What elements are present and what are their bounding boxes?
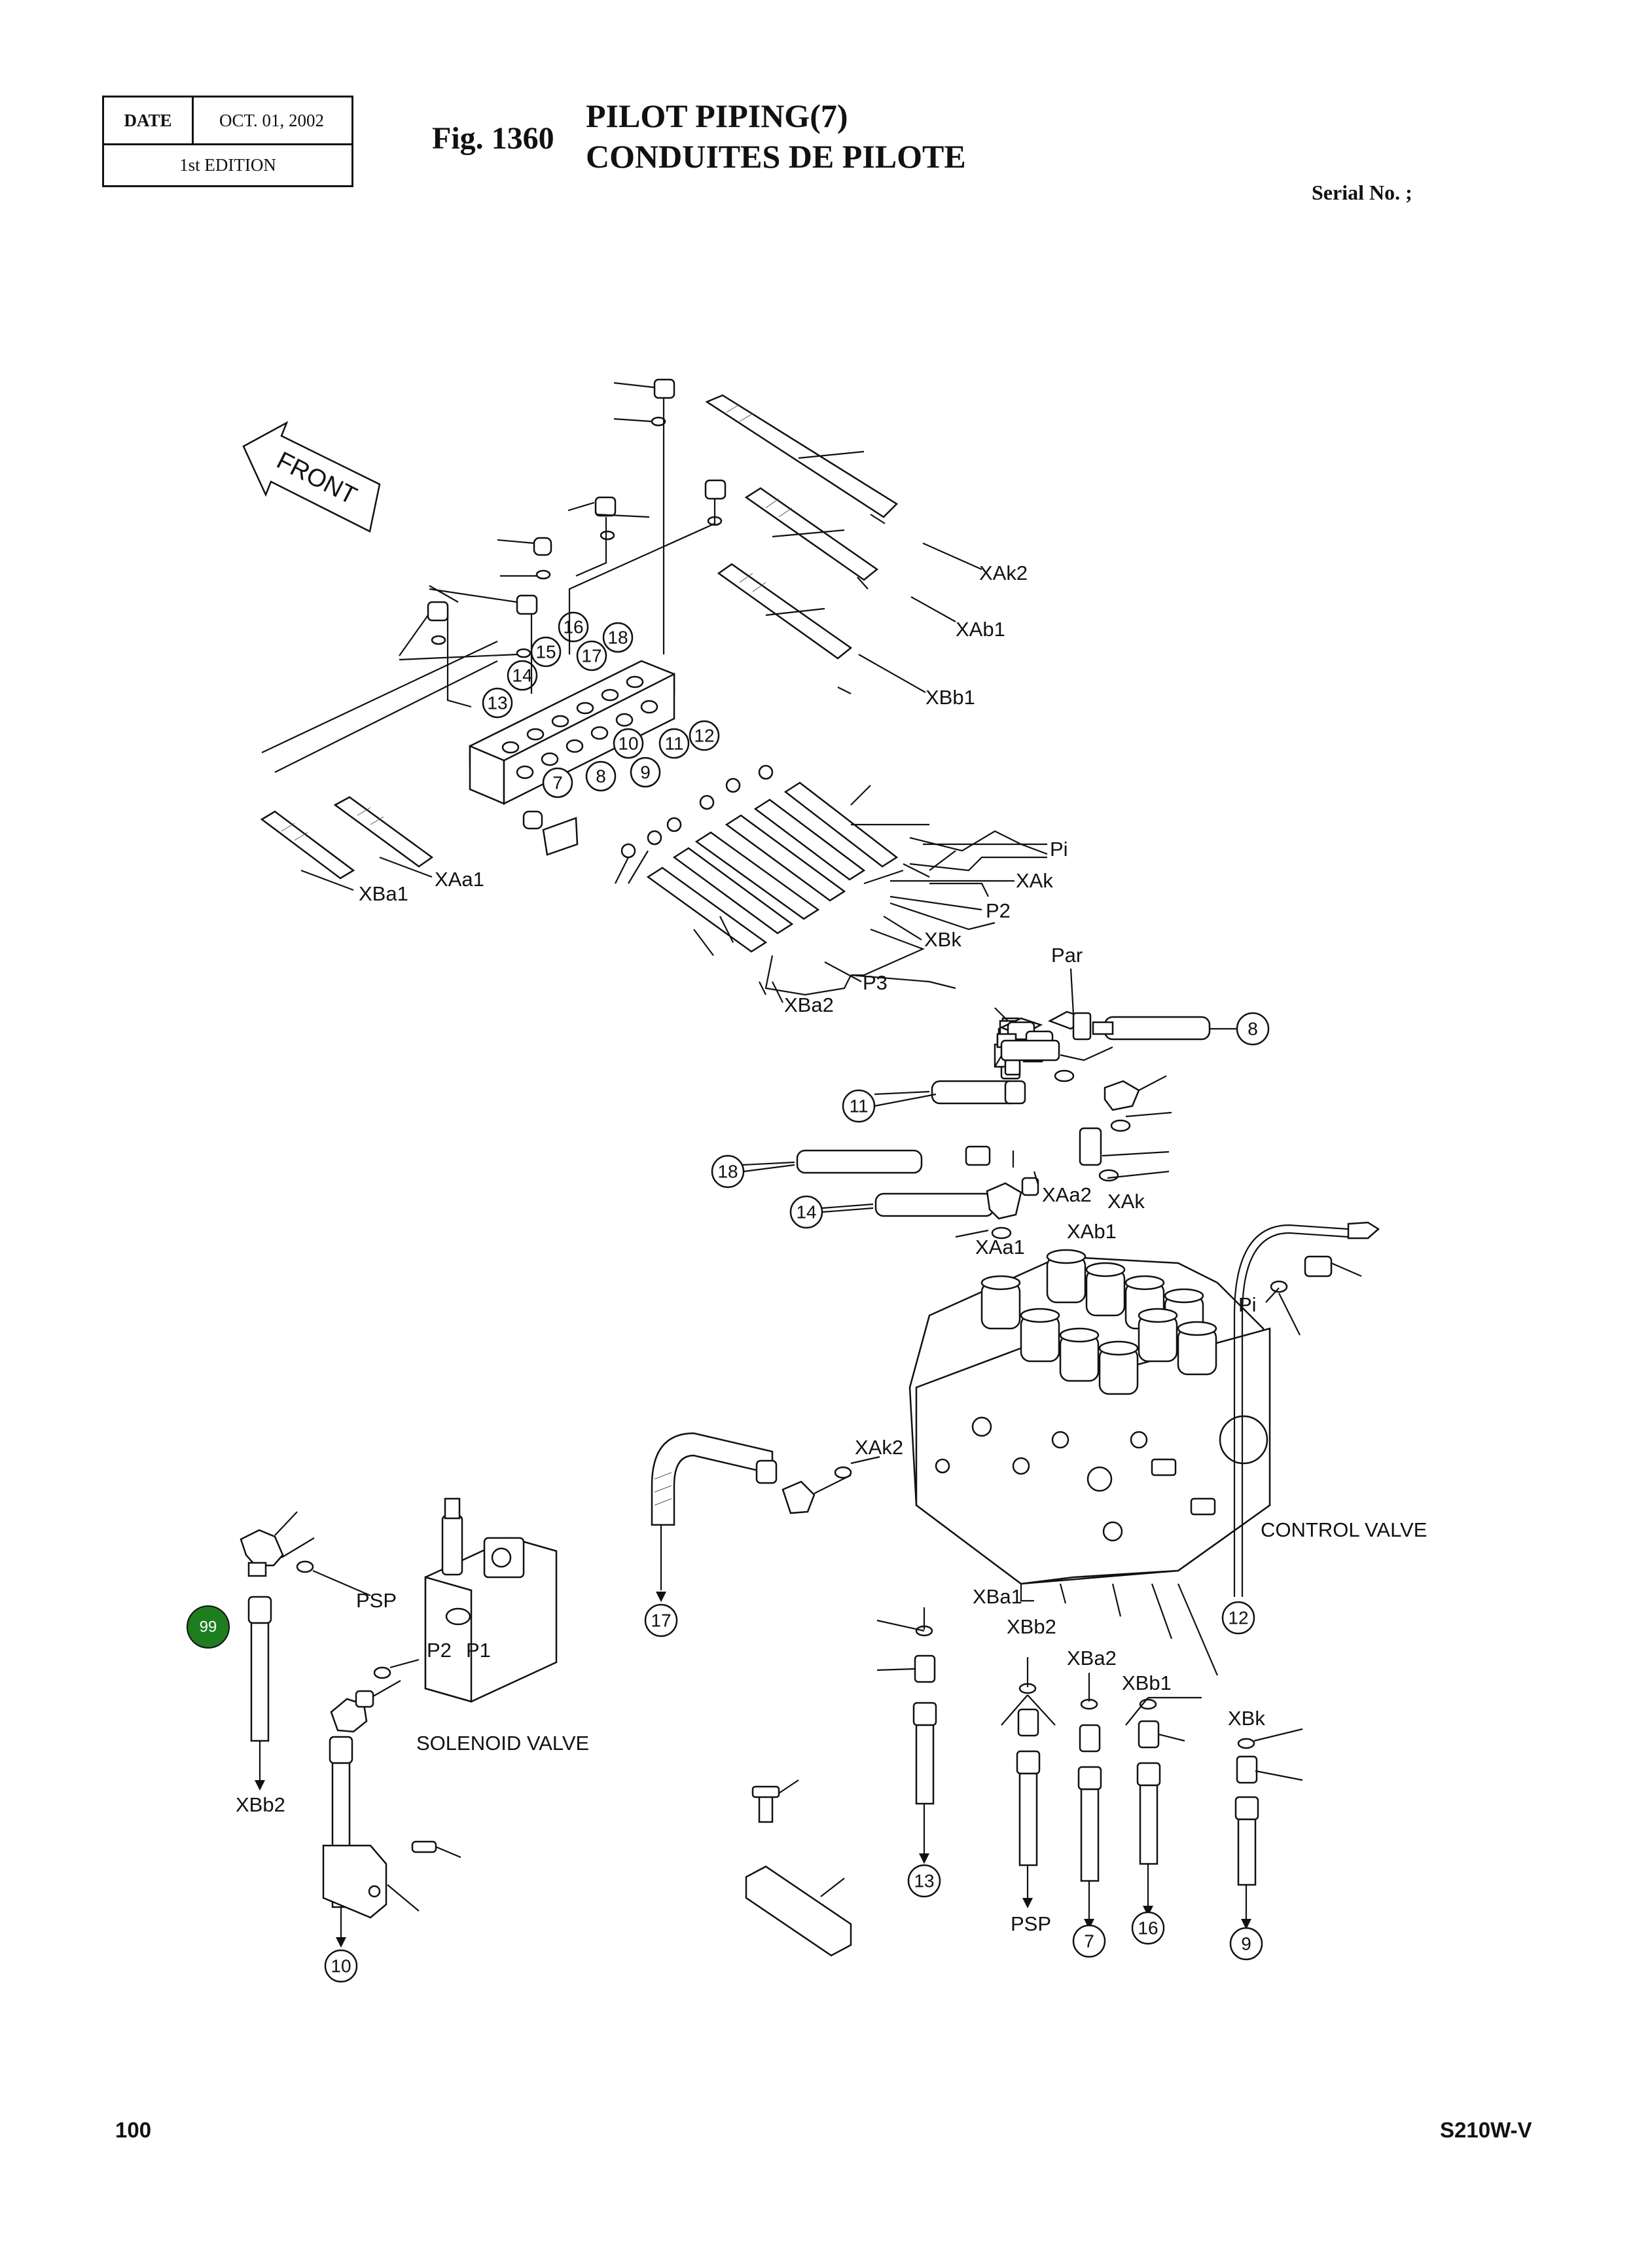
block-num-8: 8 xyxy=(596,766,606,787)
figure-number: Fig. 1360 xyxy=(432,121,554,156)
pilot-manifold-block xyxy=(469,660,675,806)
label-xak-mid: XAk xyxy=(1107,1190,1145,1213)
middle-fittings: Par XAa2 XAk XAb1 XAa1 xyxy=(742,944,1244,1259)
hose-to-11 xyxy=(931,1080,1018,1105)
label-xbk-top: XBk xyxy=(924,928,961,951)
middle-callouts: 8 11 18 14 xyxy=(711,1012,1270,1229)
label-xaa1-left: XAa1 xyxy=(435,868,484,891)
callout-17: 17 xyxy=(651,1611,671,1631)
bottom-clamp xyxy=(745,1779,852,1957)
callout-16: 16 xyxy=(1138,1918,1158,1938)
label-pi-top: Pi xyxy=(1050,838,1068,861)
bottom-fittings: XBa1 XBb2 XBa2 XBb1 XBk 13 PSP 7 xyxy=(876,1583,1303,1961)
callout-8: 8 xyxy=(1248,1019,1258,1039)
label-pi-mid: Pi xyxy=(1238,1293,1257,1316)
block-num-18: 18 xyxy=(607,628,628,648)
block-num-11: 11 xyxy=(664,734,683,754)
serial-number-label: Serial No. ; xyxy=(1312,181,1412,204)
upper-hoses xyxy=(260,394,898,880)
label-control-valve: CONTROL VALVE xyxy=(1261,1518,1427,1541)
label-xak-top: XAk xyxy=(1016,869,1053,892)
label-xba1-left: XBa1 xyxy=(359,882,408,905)
header-date-row: DATE OCT. 01, 2002 xyxy=(104,98,351,145)
hose-to-8 xyxy=(1104,1016,1211,1041)
block-num-17: 17 xyxy=(581,646,602,666)
label-xba2-bot: XBa2 xyxy=(1067,1647,1117,1670)
label-p2-top: P2 xyxy=(986,899,1011,922)
label-par: Par xyxy=(1051,944,1083,967)
hose-to-14 xyxy=(874,1192,995,1217)
xbb2-hose: XBb2 99 xyxy=(187,1511,371,1816)
hose-to-18 xyxy=(796,1149,923,1174)
date-label: DATE xyxy=(104,98,194,143)
block-num-15: 15 xyxy=(535,642,556,662)
block-num-14: 14 xyxy=(512,666,532,686)
label-p3-top: P3 xyxy=(863,971,888,994)
label-xbk-bot: XBk xyxy=(1228,1707,1265,1730)
label-xba1-bot: XBa1 xyxy=(973,1585,1022,1608)
callout-7: 7 xyxy=(1084,1931,1094,1952)
valve-spools xyxy=(980,1249,1217,1395)
highlight-badge-99[interactable] xyxy=(187,1605,230,1649)
label-xbb1-top: XBb1 xyxy=(925,686,975,709)
label-xak2-mid: XAk2 xyxy=(855,1436,903,1459)
block-number-callouts: 16 18 15 17 14 13 10 11 12 7 8 9 xyxy=(482,611,720,798)
front-arrow: FRONT xyxy=(242,421,381,533)
label-xbb2-sol: XBb2 xyxy=(236,1793,285,1816)
callout-13: 13 xyxy=(914,1871,934,1891)
date-value: OCT. 01, 2002 xyxy=(219,110,324,130)
label-xaa2-mid: XAa2 xyxy=(1042,1183,1092,1206)
label-psp-bot: PSP xyxy=(1011,1912,1051,1935)
block-num-12: 12 xyxy=(694,726,714,746)
title-english: PILOT PIPING(7) xyxy=(586,98,848,134)
valve-face-detail xyxy=(935,1415,1268,1542)
manifold-lower-hoses xyxy=(522,764,1048,996)
block-num-16: 16 xyxy=(563,617,583,637)
label-xaa1-mid: XAa1 xyxy=(975,1236,1025,1259)
label-xbb2-bot: XBb2 xyxy=(1007,1615,1056,1638)
label-p1-sol: P1 xyxy=(466,1639,491,1662)
hose-to-10: 10 xyxy=(322,1658,461,1983)
label-xab1-top: XAb1 xyxy=(956,618,1005,641)
block-num-10: 10 xyxy=(618,734,638,754)
xak2-hose: XAk2 17 xyxy=(644,1432,903,1637)
pi-line: Pi CONTROL VALVE 12 xyxy=(1221,1221,1427,1635)
title-french: CONDUITES DE PILOTE xyxy=(586,138,966,175)
callout-18: 18 xyxy=(717,1162,738,1182)
label-xba2-top: XBa2 xyxy=(784,993,834,1016)
callout-11: 11 xyxy=(849,1096,868,1116)
label-p2-sol: P2 xyxy=(427,1639,452,1662)
solenoid-valve: PSP P2 P1 SOLENOID VALVE xyxy=(356,1497,589,1755)
manifold-ports xyxy=(501,675,658,779)
block-num-9: 9 xyxy=(640,762,651,783)
edition-label: 1st EDITION xyxy=(179,155,276,175)
label-solenoid-valve: SOLENOID VALVE xyxy=(416,1732,589,1755)
header-date-box: DATE OCT. 01, 2002 1st EDITION xyxy=(102,96,353,187)
page-number: 100 xyxy=(115,2118,152,2142)
callout-9: 9 xyxy=(1241,1934,1251,1954)
callout-14: 14 xyxy=(796,1202,816,1223)
model-name: S210W-V xyxy=(1440,2118,1532,2142)
upper-fittings xyxy=(261,378,727,773)
block-num-7: 7 xyxy=(552,773,563,793)
top-port-labels: XAk2 XAb1 XBb1 Pi XAk P2 XBk P3 XBa2 XBa… xyxy=(300,542,1068,1016)
block-num-13: 13 xyxy=(487,693,507,713)
label-xak2-top: XAk2 xyxy=(979,562,1028,584)
label-xbb1-bot: XBb1 xyxy=(1122,1671,1172,1694)
highlight-badge-label[interactable]: 99 xyxy=(200,1618,217,1636)
control-valve-body xyxy=(908,1249,1271,1585)
callout-12: 12 xyxy=(1228,1608,1248,1628)
label-xab1-mid: XAb1 xyxy=(1067,1220,1117,1243)
callout-10: 10 xyxy=(331,1956,351,1976)
